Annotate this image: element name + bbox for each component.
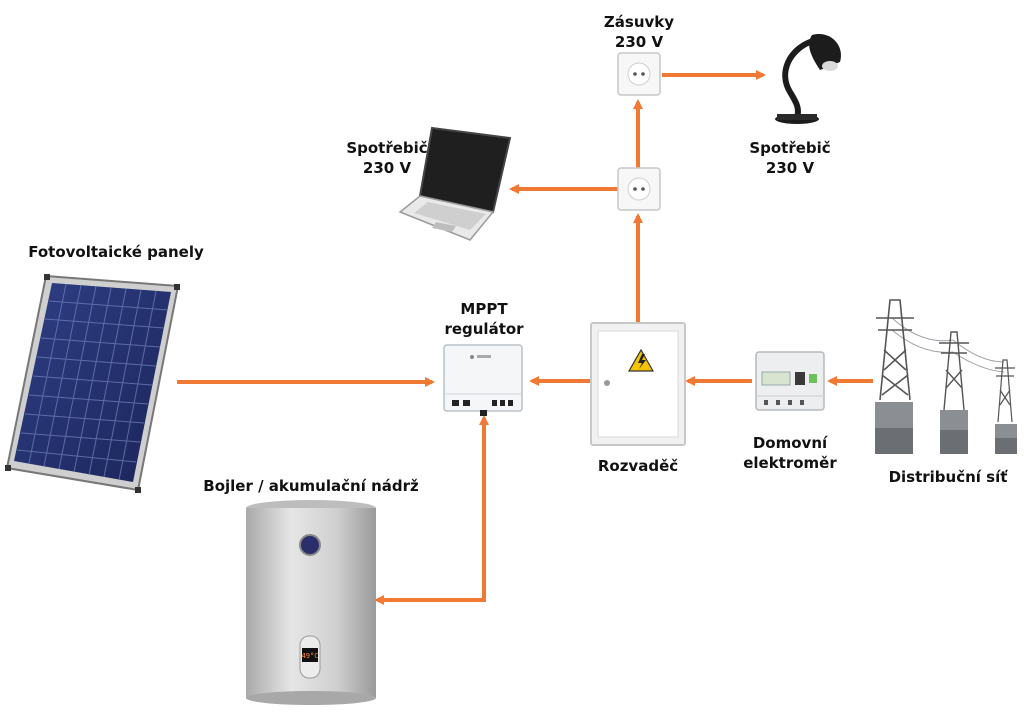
solar-panel-icon xyxy=(5,274,180,493)
thermometer-dial-icon xyxy=(299,534,321,556)
label-pv-panels: Fotovoltaické panely xyxy=(24,242,208,262)
boiler-icon: 49°C xyxy=(246,500,376,705)
label-boiler: Bojler / akumulační nádrž xyxy=(196,476,426,496)
arrow-mppt-to-boiler xyxy=(374,428,486,605)
label-grid: Distribuční síť xyxy=(878,467,1018,487)
label-meter-line1: Domovní xyxy=(752,434,828,452)
label-mppt-line1: MPPT xyxy=(460,300,508,318)
label-grid-text: Distribuční síť xyxy=(888,468,1008,486)
label-pv-panels-text: Fotovoltaické panely xyxy=(28,243,204,261)
label-appliance-lamp-line2: 230 V xyxy=(765,159,815,177)
power-grid-icon xyxy=(875,299,1017,454)
label-appliance-laptop-line1: Spotřebič xyxy=(346,139,428,157)
flow-arrows xyxy=(177,70,873,605)
desk-lamp-icon xyxy=(775,34,841,124)
label-outlets-line1: Zásuvky xyxy=(603,13,675,31)
mppt-regulator-icon xyxy=(443,344,523,416)
label-outlets-line2: 230 V xyxy=(614,33,664,51)
switchboard-icon xyxy=(590,322,686,446)
label-boiler-text: Bojler / akumulační nádrž xyxy=(203,477,419,495)
electricity-meter-icon xyxy=(755,351,825,411)
label-mppt-line2: regulátor xyxy=(444,320,524,338)
outlet-lower-icon xyxy=(617,167,661,211)
label-meter: Domovní elektroměr xyxy=(740,433,840,473)
label-appliance-lamp: Spotřebič 230 V xyxy=(745,138,835,178)
label-appliance-laptop: Spotřebič 230 V xyxy=(342,138,432,178)
boiler-display: 49°C xyxy=(302,652,319,660)
label-switchboard-text: Rozvaděč xyxy=(597,457,679,475)
label-mppt: MPPT regulátor xyxy=(438,299,530,339)
label-switchboard: Rozvaděč xyxy=(590,456,686,476)
label-outlets: Zásuvky 230 V xyxy=(598,12,680,52)
label-appliance-lamp-line1: Spotřebič xyxy=(749,139,831,157)
outlet-upper-icon xyxy=(617,52,661,96)
laptop-icon xyxy=(398,126,512,241)
label-appliance-laptop-line2: 230 V xyxy=(362,159,412,177)
label-meter-line2: elektroměr xyxy=(743,454,837,472)
